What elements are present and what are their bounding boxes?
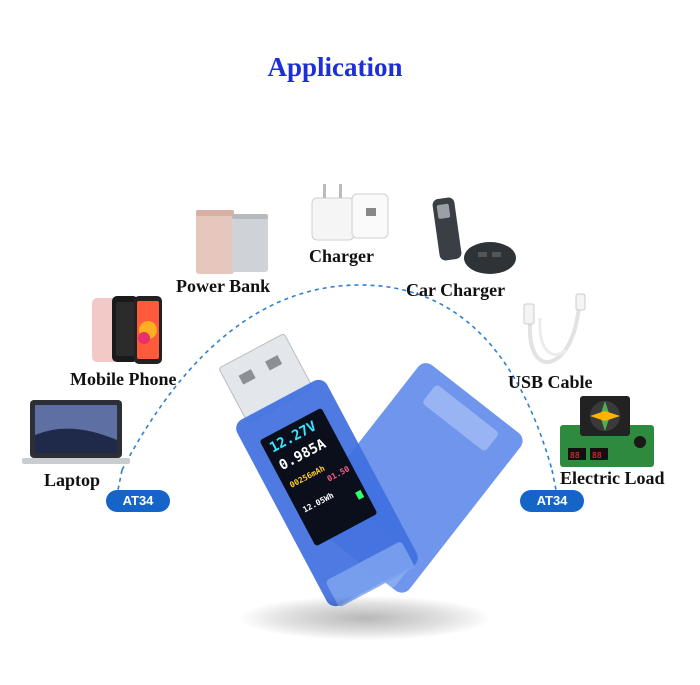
svg-text:88: 88 <box>592 451 602 460</box>
at34-badge-left: AT34 <box>106 490 170 512</box>
usb-cable-image <box>523 293 586 364</box>
connection-arc-left-end <box>117 469 123 491</box>
at34-badge-right: AT34 <box>520 490 584 512</box>
page-title: Application <box>267 52 403 82</box>
usb-cable-label: USB Cable <box>508 372 593 392</box>
car-charger-label: Car Charger <box>406 280 506 300</box>
electric-load-image: 88 88 <box>560 396 654 467</box>
power-bank-label: Power Bank <box>176 276 271 296</box>
car-charger-image <box>432 197 516 274</box>
connection-arc-right-end <box>551 469 557 491</box>
usb-meter-front <box>219 334 418 607</box>
mobile-phone-image <box>92 296 162 364</box>
charger-label: Charger <box>309 246 374 266</box>
electric-load-label: Electric Load <box>560 468 665 488</box>
power-bank-image <box>196 210 268 274</box>
laptop-image <box>22 400 130 464</box>
mobile-phone-label: Mobile Phone <box>70 369 177 389</box>
laptop-label: Laptop <box>44 470 101 490</box>
device-shadow <box>240 596 490 640</box>
charger-image <box>311 184 389 241</box>
svg-text:88: 88 <box>570 451 580 460</box>
connection-arc <box>121 284 553 471</box>
